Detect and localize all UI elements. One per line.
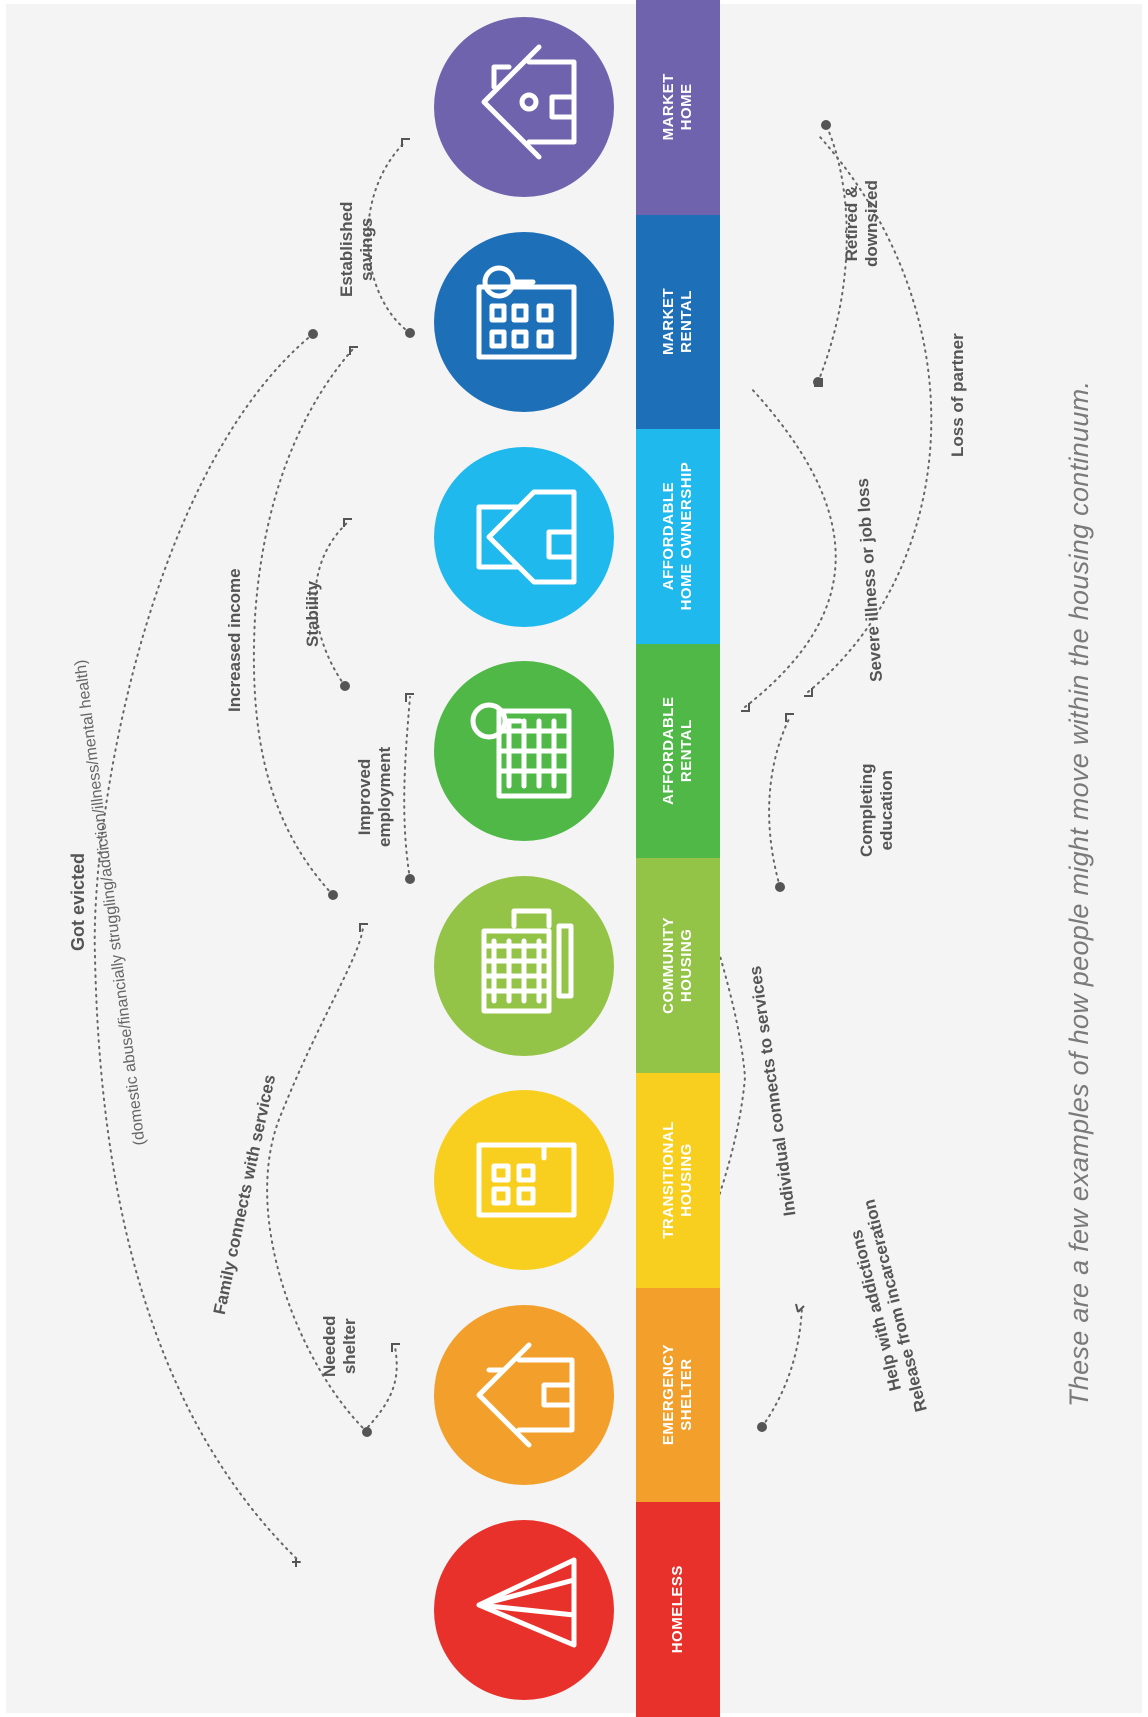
stage-circle: [434, 17, 614, 198]
arc-help-addictions: [761, 1306, 803, 1428]
arc-retired: [817, 124, 848, 383]
arc-family-connects: [266, 926, 368, 1433]
label-increased-income: Increased income: [225, 568, 244, 712]
arrow-head: [391, 1343, 400, 1352]
arrow-head: [741, 703, 750, 712]
start-dot: [362, 1427, 372, 1437]
arc-completing-education: [768, 716, 791, 888]
stage-band-market-rental: MARKET RENTAL: [636, 213, 720, 430]
stage-band-affordable-rental: AFFORDABLE RENTAL: [636, 642, 720, 859]
label-stability: Stability: [303, 580, 322, 647]
stage-band-transitional-housing: TRANSITIONAL HOUSING: [636, 1072, 720, 1288]
arrow-head: [349, 346, 358, 355]
ownership-house-icon: [476, 489, 577, 585]
stage-circle: [434, 1305, 614, 1486]
start-dot: [757, 1422, 767, 1432]
label-needed-shelter: Needed shelter: [320, 1315, 359, 1377]
tent-icon: [476, 1557, 577, 1648]
start-dot: [821, 120, 831, 130]
transitional-building-icon: [476, 1142, 577, 1218]
arrow-head: [814, 378, 823, 387]
arrow-head: [804, 688, 813, 697]
shelter-house-icon: [476, 1342, 575, 1448]
community-building-icon: [481, 908, 574, 1014]
stage-circle: [434, 446, 614, 627]
stage-circle: [434, 661, 614, 842]
label-loss-of-partner: Loss of partner: [948, 333, 967, 457]
market-rental-building-icon: [476, 265, 577, 360]
affordable-rental-building-icon: [470, 702, 572, 799]
start-dot: [308, 329, 318, 339]
start-dot: [775, 882, 785, 892]
arc-stability: [314, 521, 349, 687]
caption: These are a few examples of how people m…: [1064, 380, 1094, 1407]
stage-circle: [434, 1090, 614, 1271]
stage-band-affordable-home-ownership: AFFORDABLE HOME OWNERSHIP: [636, 428, 720, 644]
stage-circle: [434, 1519, 614, 1700]
start-dot: [340, 681, 350, 691]
label-got-evicted: Got evicted: [68, 852, 88, 951]
stage-circle: [434, 875, 614, 1056]
arc-loss-partner: [807, 136, 933, 693]
arc-got-evicted: [93, 333, 314, 1563]
stage-band-homeless: HOMELESS: [636, 1501, 720, 1717]
arrow-head: [795, 1303, 805, 1313]
arrow-head: [785, 713, 794, 722]
label-completing-education: Completing education: [857, 763, 896, 858]
stage-band-emergency-shelter: EMERGENCY SHELTER: [636, 1286, 720, 1503]
arrow-head: [401, 138, 410, 147]
stage-band-market-home: MARKET HOME: [636, 0, 720, 215]
label-retired-downsized: Retired & downsized: [842, 180, 881, 267]
label-improved-employment: Improved employment: [355, 746, 394, 847]
arrow-head: [292, 1559, 300, 1567]
stage-circle: [434, 231, 614, 412]
arc-improved-employment: [403, 696, 411, 880]
arrow-head: [359, 923, 368, 932]
arrow-head: [343, 518, 352, 527]
start-dot: [813, 377, 823, 387]
market-home-icon: [481, 44, 577, 160]
label-established-savings: Established savings: [337, 201, 376, 297]
arc-severe-illness: [744, 386, 837, 708]
start-dot: [405, 874, 415, 884]
arc-increased-income: [252, 348, 354, 896]
start-dot: [405, 328, 415, 338]
stage-band-community-housing: COMMUNITY HOUSING: [636, 857, 720, 1074]
arc-needed-shelter: [367, 1346, 398, 1428]
arrow-head: [405, 693, 414, 702]
start-dot: [328, 890, 338, 900]
